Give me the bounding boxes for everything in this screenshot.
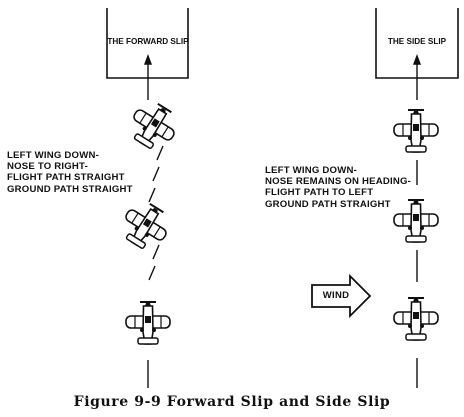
forward-slip-description: LEFT WING DOWN- NOSE TO RIGHT- FLIGHT PA… — [7, 150, 133, 195]
figure-caption: Figure 9-9 Forward Slip and Side Slip — [73, 394, 391, 410]
forward-slip-description-line: LEFT WING DOWN- — [7, 150, 99, 161]
forward-slip-airplane-3-icon — [125, 301, 171, 345]
wind-label: WIND — [322, 290, 350, 301]
forward-slip-description-line: GROUND PATH STRAIGHT — [7, 183, 133, 195]
side-slip-runway-title: THE SIDE SLIP — [387, 37, 447, 46]
side-slip-airplane-3-icon — [393, 297, 439, 341]
forward-slip-airplane-2-icon — [114, 195, 177, 257]
side-slip-path — [412, 54, 422, 388]
forward-slip-description-line: FLIGHT PATH STRAIGHT — [7, 172, 125, 184]
side-slip-description-line: FLIGHT PATH TO LEFT — [265, 187, 374, 199]
side-slip-description: LEFT WING DOWN- NOSE REMAINS ON HEADING-… — [265, 165, 411, 210]
forward-slip-airplane-1-icon — [122, 95, 185, 157]
side-slip-airplane-1-icon — [393, 109, 439, 153]
side-slip-description-line: NOSE REMAINS ON HEADING- — [265, 176, 412, 188]
wind-arrow-icon — [311, 273, 372, 319]
side-slip-description-line: LEFT WING DOWN- — [265, 165, 357, 176]
forward-slip-drift-hatches — [148, 145, 164, 281]
forward-slip-runway-title: THE FORWARD SLIP — [107, 37, 189, 46]
side-slip-description-line: GROUND PATH STRAIGHT — [265, 198, 391, 210]
forward-slip-description-line: NOSE TO RIGHT- — [7, 161, 88, 173]
forward-slip-path — [143, 54, 153, 388]
